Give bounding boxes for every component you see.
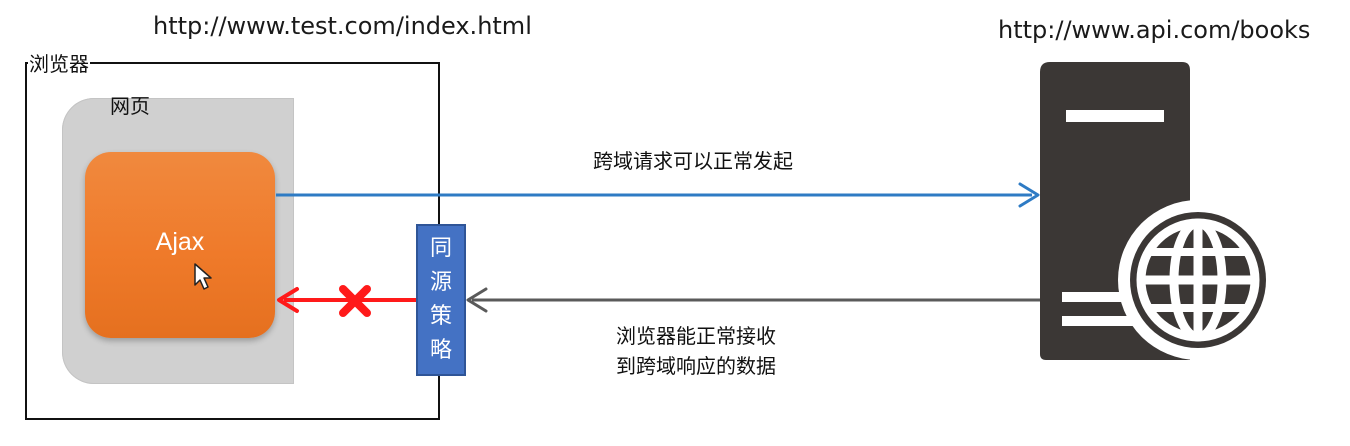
globe-icon [1118, 200, 1278, 360]
same-origin-policy-box: 同 源 策 略 [416, 224, 466, 376]
ajax-box: Ajax [85, 152, 275, 338]
policy-char-3: 策 [429, 304, 452, 329]
response-label-line1: 浏览器能正常接收 [616, 324, 776, 348]
browser-url: http://www.test.com/index.html [153, 12, 532, 40]
mouse-cursor-icon [194, 263, 212, 290]
ajax-label: Ajax [155, 228, 205, 256]
policy-char-4: 略 [429, 338, 452, 363]
webpage-label: 网页 [110, 94, 150, 118]
request-arrow [276, 182, 1040, 208]
server-url: http://www.api.com/books [998, 16, 1311, 44]
policy-char-2: 源 [429, 270, 452, 295]
blocked-x-icon [339, 285, 371, 317]
request-label: 跨域请求可以正常发起 [593, 149, 793, 173]
policy-char-1: 同 [429, 236, 452, 261]
browser-label: 浏览器 [28, 48, 90, 77]
response-arrow [466, 287, 1040, 313]
response-label-line2: 到跨域响应的数据 [616, 354, 776, 378]
